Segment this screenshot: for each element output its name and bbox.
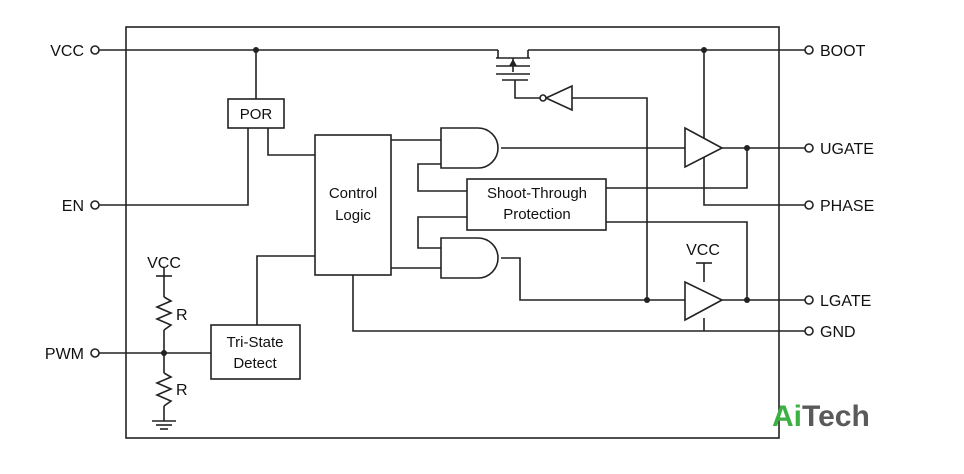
resistor-upper-label: R (176, 307, 188, 324)
high-side-mosfet (496, 50, 530, 81)
tri-state-block (210, 324, 301, 380)
pin-gnd-label: GND (820, 324, 856, 341)
lower-driver-supply-label: VCC (686, 242, 720, 259)
por-block (227, 98, 285, 129)
upper-gate-driver (684, 126, 724, 169)
pin-lgate-label: LGATE (820, 293, 871, 310)
por-label: POR (240, 106, 273, 123)
resistor-supply-label: VCC (147, 255, 181, 272)
resistor-lower (154, 372, 174, 407)
junction-dots (161, 47, 750, 356)
inverter (539, 84, 573, 112)
control-logic-block (314, 134, 392, 276)
pin-phase-label: PHASE (820, 198, 874, 215)
pin-vcc-label: VCC (50, 43, 84, 60)
pin-pwm-label: PWM (45, 346, 84, 363)
tri-state-label-1: Tri-State (227, 334, 284, 351)
lower-gate-driver (684, 280, 724, 322)
tri-state-label-2: Detect (233, 355, 277, 372)
and-gate-lower (440, 237, 499, 279)
control-logic-label-2: Logic (335, 207, 371, 224)
pin-ugate-label: UGATE (820, 141, 874, 158)
pin-en-label: EN (62, 198, 84, 215)
wires (99, 49, 805, 430)
pin-terminals (90, 45, 814, 358)
ic-outline (125, 26, 780, 439)
aitech-logo: AiTech (772, 400, 870, 433)
resistor-upper (154, 296, 174, 331)
shoot-through-block (466, 178, 607, 231)
shoot-through-label-1: Shoot-Through (487, 185, 587, 202)
control-logic-label-1: Control (329, 185, 377, 202)
shoot-through-label-2: Protection (503, 206, 571, 223)
resistor-lower-label: R (176, 382, 188, 399)
pin-boot-label: BOOT (820, 43, 866, 60)
and-gate-upper (440, 127, 499, 169)
